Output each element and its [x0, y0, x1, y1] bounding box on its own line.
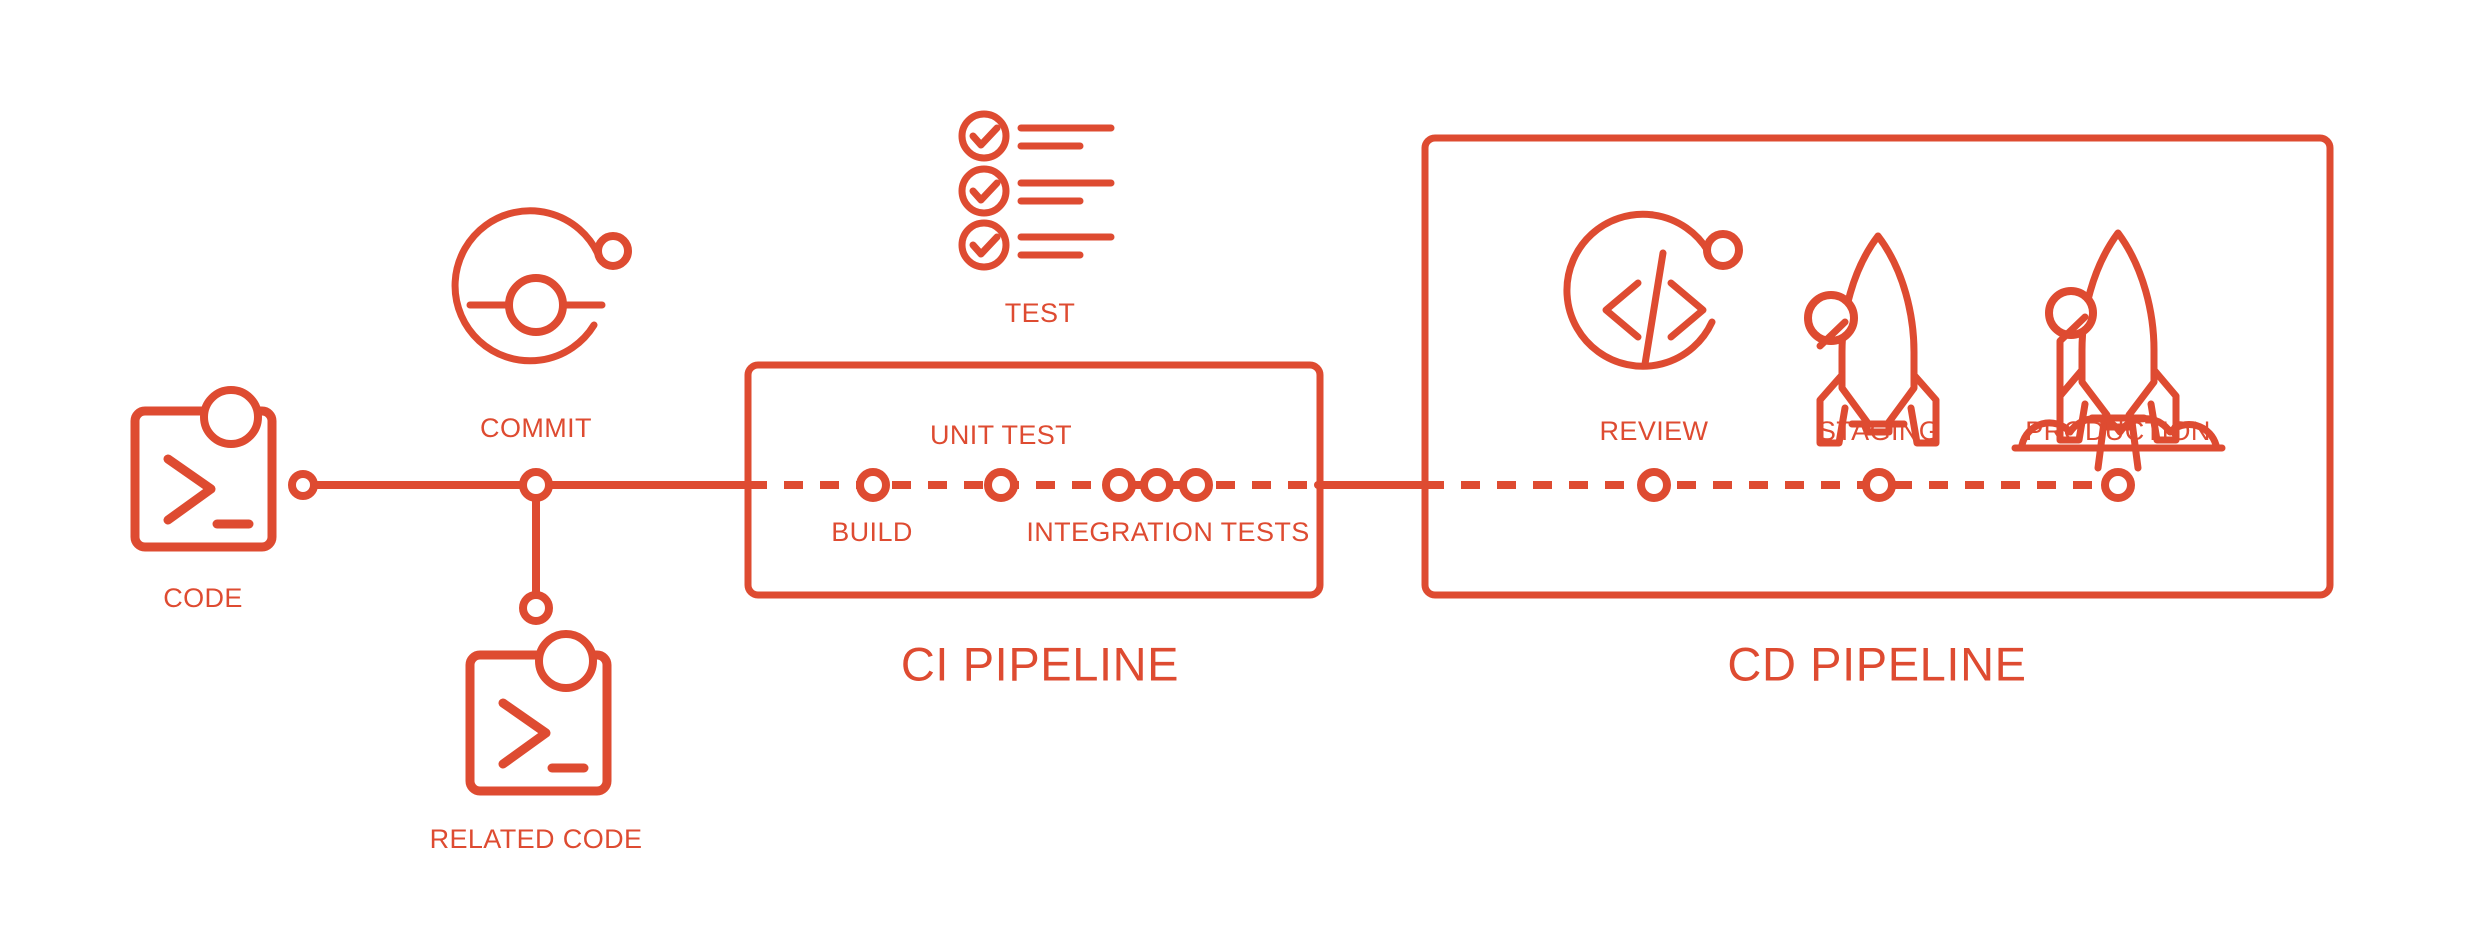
node-production[interactable]	[2101, 468, 2135, 502]
commit-label: COMMIT	[480, 413, 592, 443]
node-commit[interactable]	[519, 468, 553, 502]
code-brackets-orbit-icon	[1563, 210, 1743, 370]
code-label: CODE	[163, 583, 243, 613]
rocket-icon	[1804, 232, 1940, 447]
ci-pipeline-box	[744, 361, 1324, 599]
node-integration-test-2[interactable]	[1140, 468, 1174, 502]
related-code-label: RELATED CODE	[430, 824, 643, 854]
integration-tests-label: INTEGRATION TESTS	[1026, 517, 1309, 547]
production-label: PRODUCTION	[2025, 416, 2211, 446]
terminal-code-icon	[130, 386, 277, 552]
node-related-code[interactable]	[519, 591, 553, 625]
related-code-icon	[465, 630, 612, 796]
cd-pipeline-box	[1421, 134, 2334, 599]
node-build[interactable]	[856, 468, 890, 502]
node-integration-test-1[interactable]	[1102, 468, 1136, 502]
build-label: BUILD	[831, 517, 913, 547]
ci-pipeline-title: CI PIPELINE	[901, 637, 1179, 690]
node-staging[interactable]	[1862, 468, 1896, 502]
checklist-icon	[958, 110, 1115, 271]
commit-orbit-icon	[451, 207, 632, 365]
review-label: REVIEW	[1600, 416, 1709, 446]
staging-label: STAGING	[1818, 416, 1940, 446]
rocket-launch-icon	[2011, 229, 2226, 472]
cd-pipeline-title: CD PIPELINE	[1727, 637, 2026, 690]
node-integration-test-3[interactable]	[1179, 468, 1213, 502]
unit-test-label: UNIT TEST	[930, 420, 1072, 450]
node-review[interactable]	[1637, 468, 1671, 502]
node-unit-test[interactable]	[984, 468, 1018, 502]
test-label: TEST	[1005, 298, 1076, 328]
node-code[interactable]	[288, 470, 318, 500]
